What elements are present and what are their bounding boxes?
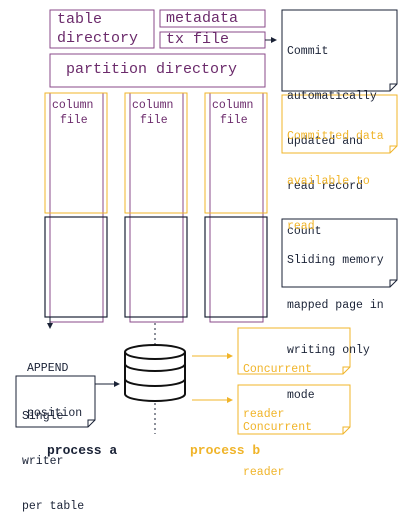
column-file-label-1b: file	[60, 114, 88, 127]
append-position-text: APPEND position	[27, 362, 83, 420]
partition-directory-label: partition directory	[66, 61, 238, 78]
committed-data-note-text: Committed data available to read	[287, 130, 384, 233]
sliding-memory-note-text: Sliding memory mapped page in writing on…	[287, 254, 384, 402]
mapped-page-2	[124, 216, 188, 318]
column-file-label-3a: column	[212, 99, 254, 112]
concurrent-reader-note-2	[237, 384, 351, 435]
sliding-memory-note	[281, 218, 398, 288]
column-file-label-3b: file	[220, 114, 248, 127]
column-file-label-1a: column	[52, 99, 94, 112]
table-storage-diagram	[15, 9, 398, 435]
table-directory-label-2: directory	[57, 30, 139, 47]
commit-note	[281, 9, 398, 92]
commit-note-text: Commit automatically updated and read re…	[287, 45, 377, 238]
database-icon	[124, 344, 186, 402]
metadata-label: metadata	[166, 10, 239, 27]
concurrent-reader-note-text-1: Concurrent reader	[243, 363, 313, 421]
process-a-label: process a	[47, 443, 118, 458]
mapped-page-1	[44, 216, 108, 318]
mapped-page-3	[204, 216, 268, 318]
committed-data-note	[281, 94, 398, 154]
single-writer-note	[15, 375, 96, 428]
column-file-label-2b: file	[140, 114, 168, 127]
metadata-box	[159, 9, 266, 28]
table-directory-label-1: table	[57, 11, 103, 28]
committed-region-2	[124, 92, 188, 214]
committed-region-3	[204, 92, 268, 214]
partition-directory-box	[49, 53, 266, 88]
column-file-label-2a: column	[132, 99, 174, 112]
tx-file-label: tx file	[166, 31, 230, 48]
concurrent-reader-note-1	[237, 327, 351, 375]
process-b-label: process b	[190, 443, 261, 458]
table-directory-box	[49, 9, 155, 49]
committed-region-1	[44, 92, 108, 214]
